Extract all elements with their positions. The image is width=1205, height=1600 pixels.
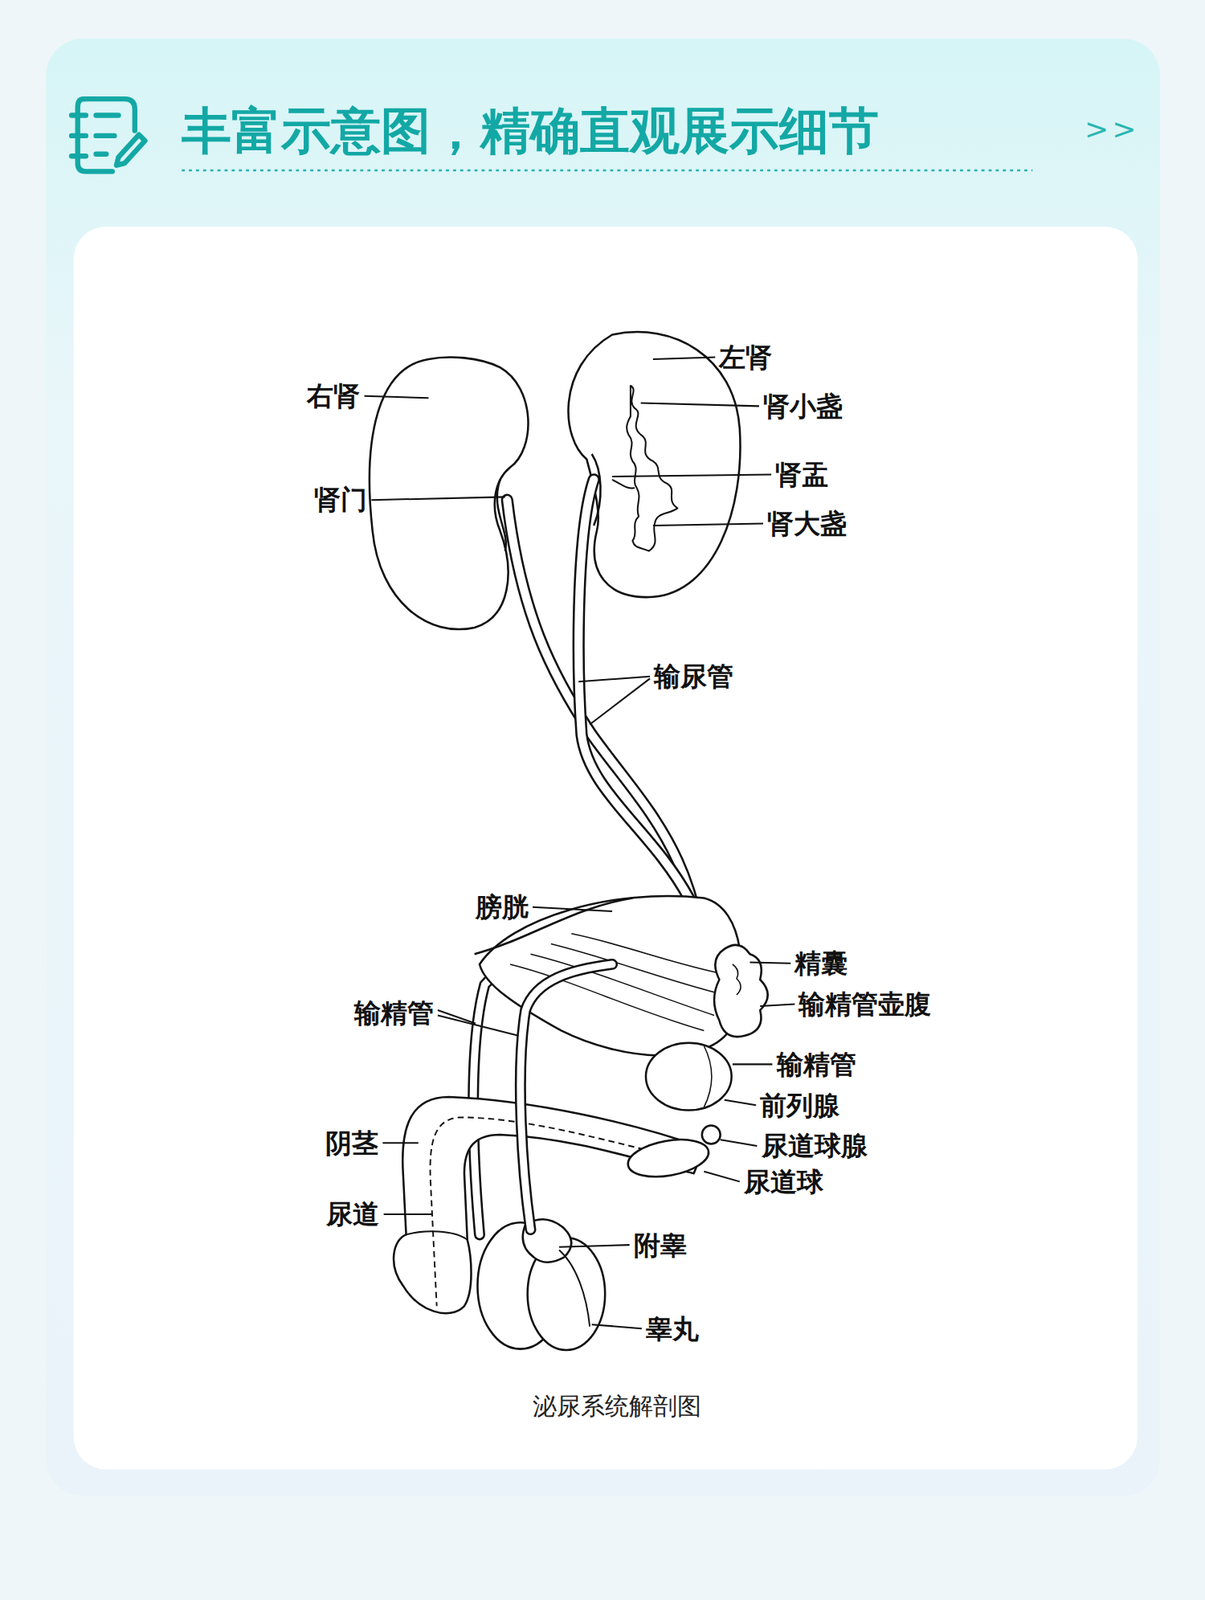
- part-label: 左肾: [718, 342, 773, 373]
- vas-deferens-front: [520, 964, 613, 1230]
- part-label: 肾门: [314, 484, 368, 515]
- part-label: 附睾: [633, 1229, 687, 1261]
- testes: [477, 1218, 605, 1350]
- part-label: 输精管: [776, 1049, 857, 1080]
- part-label: 尿道: [326, 1198, 380, 1230]
- kidneys: [369, 331, 741, 630]
- part-label: 前列腺: [759, 1090, 840, 1121]
- part-label: 尿道球腺: [761, 1130, 868, 1161]
- outer-card: [45, 38, 1161, 1496]
- nav-arrows: >>: [1084, 112, 1140, 146]
- part-label: 阴茎: [325, 1127, 379, 1159]
- glands: [645, 944, 768, 1111]
- part-label: 右肾: [306, 380, 360, 412]
- part-label: 肾盂: [775, 459, 829, 491]
- part-label: 输精管: [354, 997, 434, 1029]
- page-title: 丰富示意图，精确直观展示细节: [181, 102, 879, 160]
- dotted-rule: [181, 169, 1033, 172]
- part-label: 肾大盏: [767, 508, 847, 540]
- figure-caption: 泌尿系统解剖图: [532, 1392, 702, 1421]
- part-label: 输尿管: [653, 661, 734, 692]
- leader-lines: [364, 356, 796, 1328]
- inner-card: [73, 226, 1138, 1470]
- part-label: 膀胱: [475, 891, 529, 923]
- notebook-icon: [71, 98, 145, 172]
- part-label: 尿道球: [743, 1166, 824, 1197]
- part-label: 输精管壶腹: [798, 988, 932, 1020]
- part-label: 睾丸: [645, 1313, 699, 1344]
- part-label: 肾小盏: [763, 391, 843, 422]
- part-label: 精囊: [794, 947, 848, 979]
